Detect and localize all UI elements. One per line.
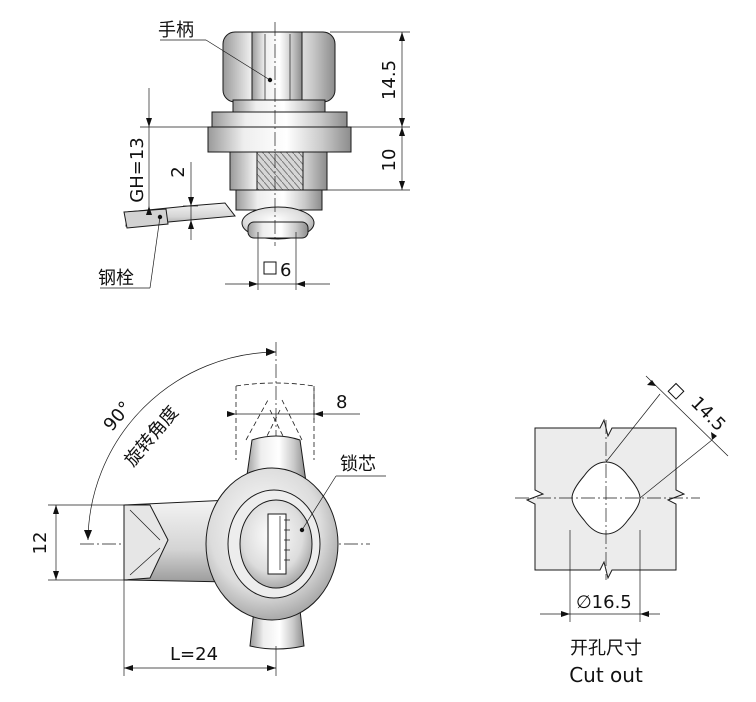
- side-view: 14.5 10 GH=13 2: [98, 20, 410, 290]
- rotation-arc: [87, 351, 277, 541]
- dim-cutout-square-label: 14.5: [686, 393, 729, 436]
- dim-height: [48, 504, 124, 581]
- dim-handle-height-label: 14.5: [379, 60, 400, 100]
- dim-cutout-square: [605, 375, 729, 499]
- square-symbol-icon: [263, 261, 277, 275]
- dim-cutout-diameter-label: ∅16.5: [576, 592, 632, 613]
- dim-grip-label: GH=13: [127, 137, 148, 202]
- dim-grip: [140, 88, 210, 215]
- cutout-view: 14.5 ∅16.5 开孔尺寸 Cut out: [515, 375, 729, 687]
- front-view: 90° 旋转角度 8: [30, 342, 386, 676]
- angle-value: 90°: [99, 397, 136, 435]
- dim-length: [123, 580, 277, 676]
- dim-cutout-diameter: [540, 530, 660, 622]
- dim-handle-height: [330, 31, 410, 128]
- handle-label: 手柄: [158, 20, 194, 41]
- key-slot: [267, 513, 287, 575]
- dim-square-label: 6: [280, 260, 291, 281]
- handle: [222, 31, 336, 115]
- dim-length-label: L=24: [170, 644, 218, 665]
- core-label: 锁芯: [340, 454, 376, 475]
- dim-width: [227, 388, 360, 420]
- cutout-title-en: Cut out: [569, 663, 643, 687]
- dim-square: [225, 232, 330, 290]
- thread-body: [229, 151, 328, 211]
- bolt-leader: [100, 214, 163, 289]
- dim-bolt-offset: [183, 162, 198, 240]
- handle-leader: [160, 39, 273, 83]
- flange: [207, 111, 352, 153]
- core-leader: [299, 475, 386, 533]
- dim-height-label: 12: [30, 532, 51, 555]
- dim-thread-height: [322, 127, 410, 191]
- dim-bolt-offset-label: 2: [168, 166, 189, 177]
- dim-thread-height-label: 10: [379, 149, 400, 172]
- cutout-title-cn: 开孔尺寸: [570, 638, 642, 659]
- front-bolt-arm: [123, 499, 231, 583]
- bolt-label: 钢栓: [98, 268, 134, 289]
- bolt-cam: [123, 202, 315, 240]
- dim-width-label: 8: [336, 392, 347, 413]
- square-symbol-icon: [667, 382, 685, 400]
